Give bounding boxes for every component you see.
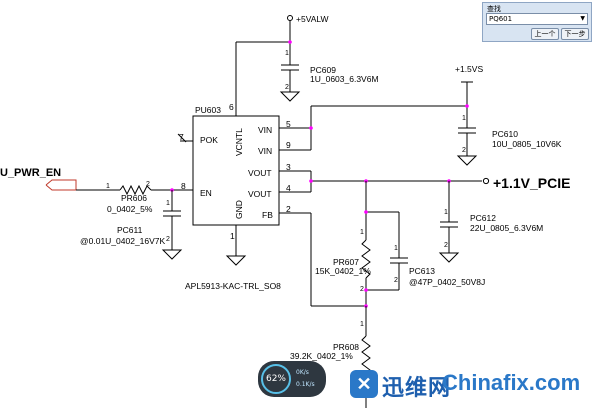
pin-num-vin1: 5: [286, 119, 291, 129]
svg-text:2: 2: [444, 242, 448, 249]
ground-symbol: [225, 255, 247, 266]
pc611-ref: PC611: [117, 225, 143, 235]
junction: [364, 288, 368, 292]
pr608-value: 39.2K_0402_1%: [290, 351, 353, 361]
find-query-text: PQ601: [489, 15, 513, 23]
pin-num-en: 8: [181, 181, 186, 191]
find-panel-title: 查找: [487, 5, 501, 13]
junction: [364, 210, 368, 214]
net-port-5valw[interactable]: [287, 15, 293, 21]
pin-num-vout1: 3: [286, 162, 291, 172]
svg-text:2: 2: [462, 147, 466, 154]
net-label-en: U_PWR_EN: [0, 167, 61, 179]
watermark-logo-icon: ✕: [350, 370, 378, 398]
find-search-input[interactable]: PQ601 ▼: [486, 13, 588, 25]
svg-text:2: 2: [394, 277, 398, 284]
pr608-body[interactable]: [361, 335, 371, 375]
svg-text:1: 1: [360, 229, 364, 236]
junction: [309, 126, 313, 130]
pin-name-pok: POK: [200, 135, 218, 145]
pin-num-gnd: 1: [230, 231, 235, 241]
pin-name-vin2: VIN: [258, 146, 272, 156]
pin-name-vout1: VOUT: [248, 168, 272, 178]
pin-name-vcntl: VCNTL: [234, 128, 244, 156]
watermark-en: Chinafix.com: [442, 370, 581, 395]
watermark: ✕ 迅维网 Chinafix.com: [350, 368, 600, 402]
svg-text:2: 2: [166, 236, 170, 243]
pr607-value: 15K_0402_1%: [315, 266, 371, 276]
network-gauge-widget[interactable]: 62% 0K/s 0.1K/s: [258, 361, 326, 397]
svg-text:2: 2: [146, 181, 150, 188]
ic-part: APL5913-KAC-TRL_SO8: [185, 281, 281, 291]
pc613-value: @47P_0402_50V8J: [409, 277, 485, 287]
svg-text:1: 1: [166, 200, 170, 207]
pr608-ref: PR608: [333, 342, 359, 352]
junction: [288, 40, 292, 44]
pc609-value: 1U_0603_6.3V6M: [310, 74, 379, 84]
junction: [465, 104, 469, 108]
watermark-cn: 迅维网: [382, 376, 452, 401]
svg-text:1: 1: [360, 321, 364, 328]
find-prev-button[interactable]: 上一个: [531, 28, 559, 40]
pc611-value: @0.01U_0402_16V7K: [80, 236, 166, 246]
pin-num-vcntl: 6: [229, 102, 234, 112]
net-port-en[interactable]: [45, 179, 77, 191]
net-port-11v-pcie[interactable]: [482, 177, 490, 185]
ground-symbol: [456, 155, 478, 166]
pin-num-fb: 2: [286, 204, 291, 214]
pin-name-gnd: GND: [234, 200, 244, 219]
net-label-15vs: +1.5VS: [455, 64, 483, 74]
pc612-value: 22U_0805_6.3V6M: [470, 223, 543, 233]
pc610-ref: PC610: [492, 129, 518, 139]
pc612-ref: PC612: [470, 213, 496, 223]
pr606-ref: PR606: [121, 193, 147, 203]
gauge-percent: 62%: [261, 364, 291, 394]
pin-name-en: EN: [200, 188, 212, 198]
svg-text:1: 1: [285, 50, 289, 57]
pin-name-vin1: VIN: [258, 125, 272, 135]
svg-text:1: 1: [394, 245, 398, 252]
pc610-value: 10U_0805_10V6K: [492, 139, 562, 149]
junction: [309, 179, 313, 183]
ground-symbol: [279, 91, 301, 102]
gauge-upload: 0K/s: [296, 369, 309, 376]
no-connect-mark: [177, 133, 187, 143]
ground-symbol: [438, 252, 460, 263]
find-next-button[interactable]: 下一步: [561, 28, 589, 40]
pr607-body[interactable]: [361, 239, 371, 279]
pin-num-vin2: 9: [286, 140, 291, 150]
pin-name-fb: FB: [262, 210, 273, 220]
ic-ref: PU603: [195, 105, 221, 115]
pr606-body[interactable]: [119, 184, 152, 196]
chevron-down-icon[interactable]: ▼: [580, 15, 585, 22]
pr607-ref: PR607: [333, 257, 359, 267]
pin-num-vout2: 4: [286, 183, 291, 193]
svg-text:2: 2: [285, 84, 289, 91]
ground-symbol: [161, 249, 183, 260]
svg-text:1: 1: [106, 183, 110, 190]
net-label-5valw: +5VALW: [296, 14, 329, 24]
svg-text:1: 1: [444, 209, 448, 216]
pc613-ref: PC613: [409, 266, 435, 276]
gauge-download: 0.1K/s: [296, 381, 315, 388]
pin-name-vout2: VOUT: [248, 189, 272, 199]
pr606-value: 0_0402_5%: [107, 204, 153, 214]
svg-text:1: 1: [462, 115, 466, 122]
pc609-ref: PC609: [310, 65, 336, 75]
net-label-11v-pcie: +1.1V_PCIE: [493, 175, 570, 191]
find-panel: 查找 PQ601 ▼ 上一个 下一步: [482, 2, 592, 42]
svg-text:2: 2: [360, 286, 364, 293]
